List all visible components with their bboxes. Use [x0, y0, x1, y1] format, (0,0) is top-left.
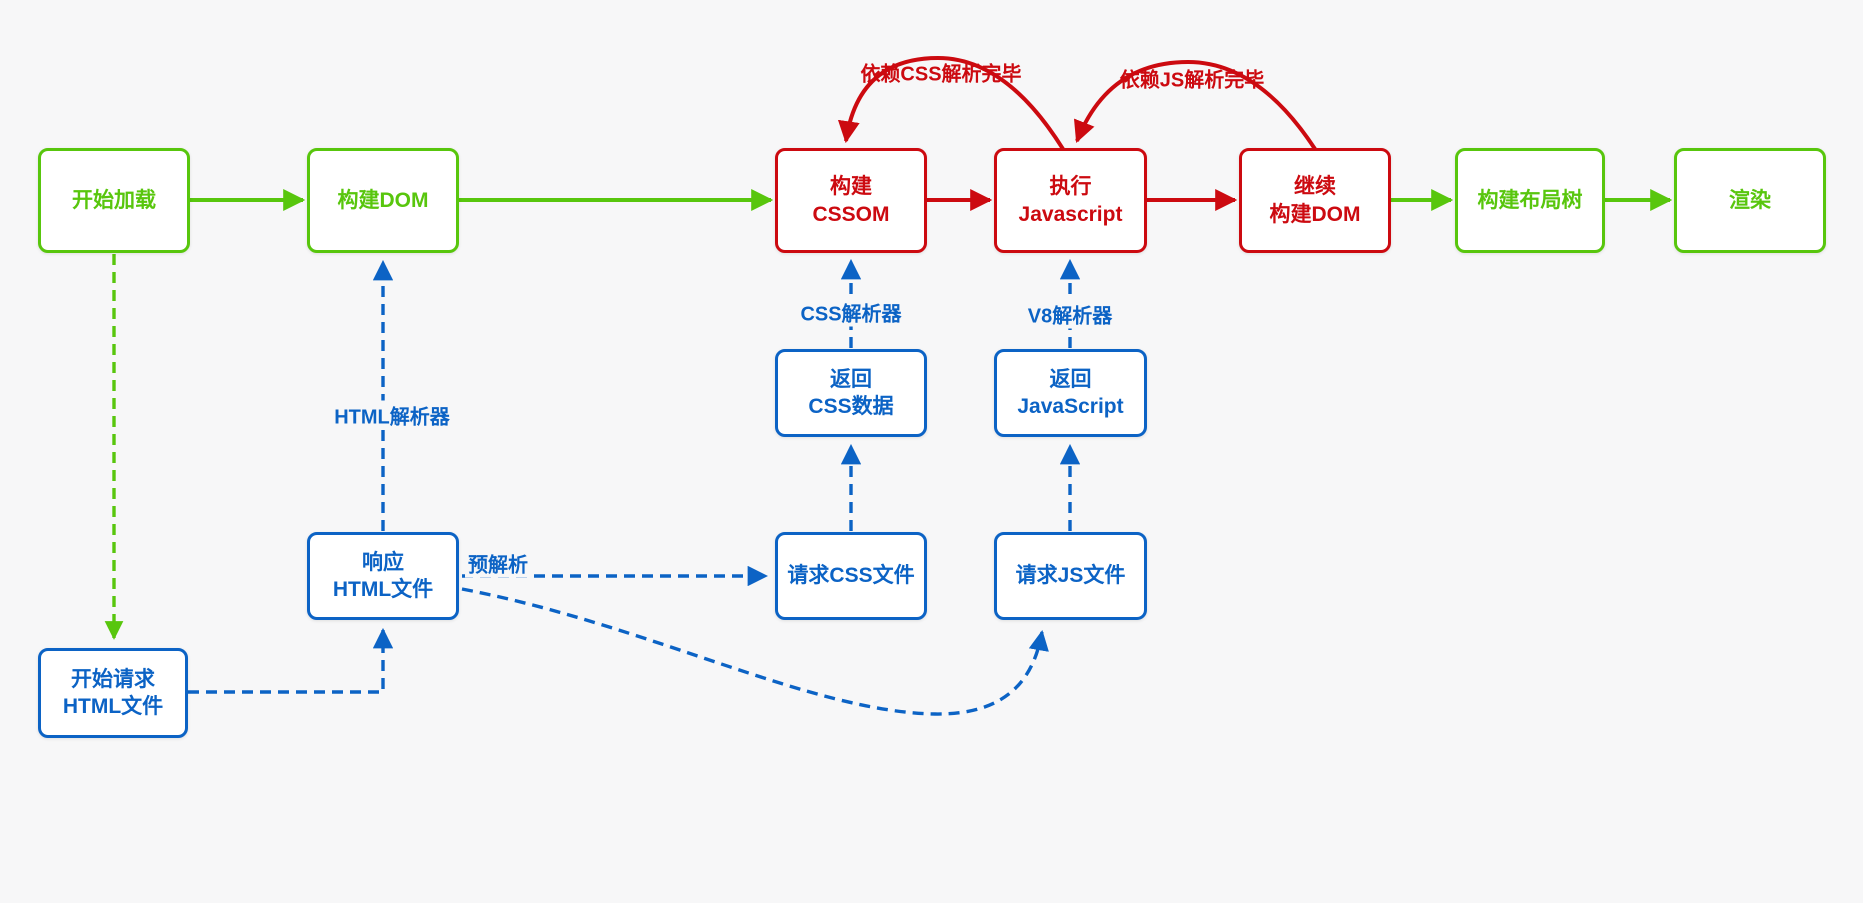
label-html-parser: HTML解析器 [331, 400, 453, 430]
node-request-js-file: 请求JS文件 [994, 532, 1147, 620]
edge-depends-css-arc [837, 55, 1065, 151]
node-build-layout-tree: 构建布局树 [1455, 148, 1605, 253]
node-start-request-html-file: 开始请求 HTML文件 [38, 648, 188, 738]
node-continue-build-dom: 继续 构建DOM [1239, 148, 1391, 253]
node-request-css-file: 请求CSS文件 [775, 532, 927, 620]
label-css-parser: CSS解析器 [797, 297, 905, 327]
node-build-cssom: 构建 CSSOM [775, 148, 927, 253]
edge-depends-js-arc [1074, 59, 1317, 151]
label-depends-js-parsed: 依赖JS解析完毕 [1119, 69, 1265, 92]
node-respond-html-file: 响应 HTML文件 [307, 532, 459, 620]
edge-start-request-to-respond-html [188, 627, 394, 694]
node-build-dom: 构建DOM [307, 148, 459, 253]
label-depends-css-parsed: 依赖CSS解析完毕 [860, 63, 1022, 86]
edge-preparse-to-request-js [461, 587, 1049, 716]
node-start-load: 开始加载 [38, 148, 190, 253]
label-v8-parser: V8解析器 [1024, 299, 1116, 329]
node-return-css-data: 返回 CSS数据 [775, 349, 927, 437]
node-render: 渲染 [1674, 148, 1826, 253]
node-return-javascript: 返回 JavaScript [994, 349, 1147, 437]
node-exec-javascript: 执行 Javascript [994, 148, 1147, 253]
label-preparse: 预解析 [465, 548, 531, 578]
